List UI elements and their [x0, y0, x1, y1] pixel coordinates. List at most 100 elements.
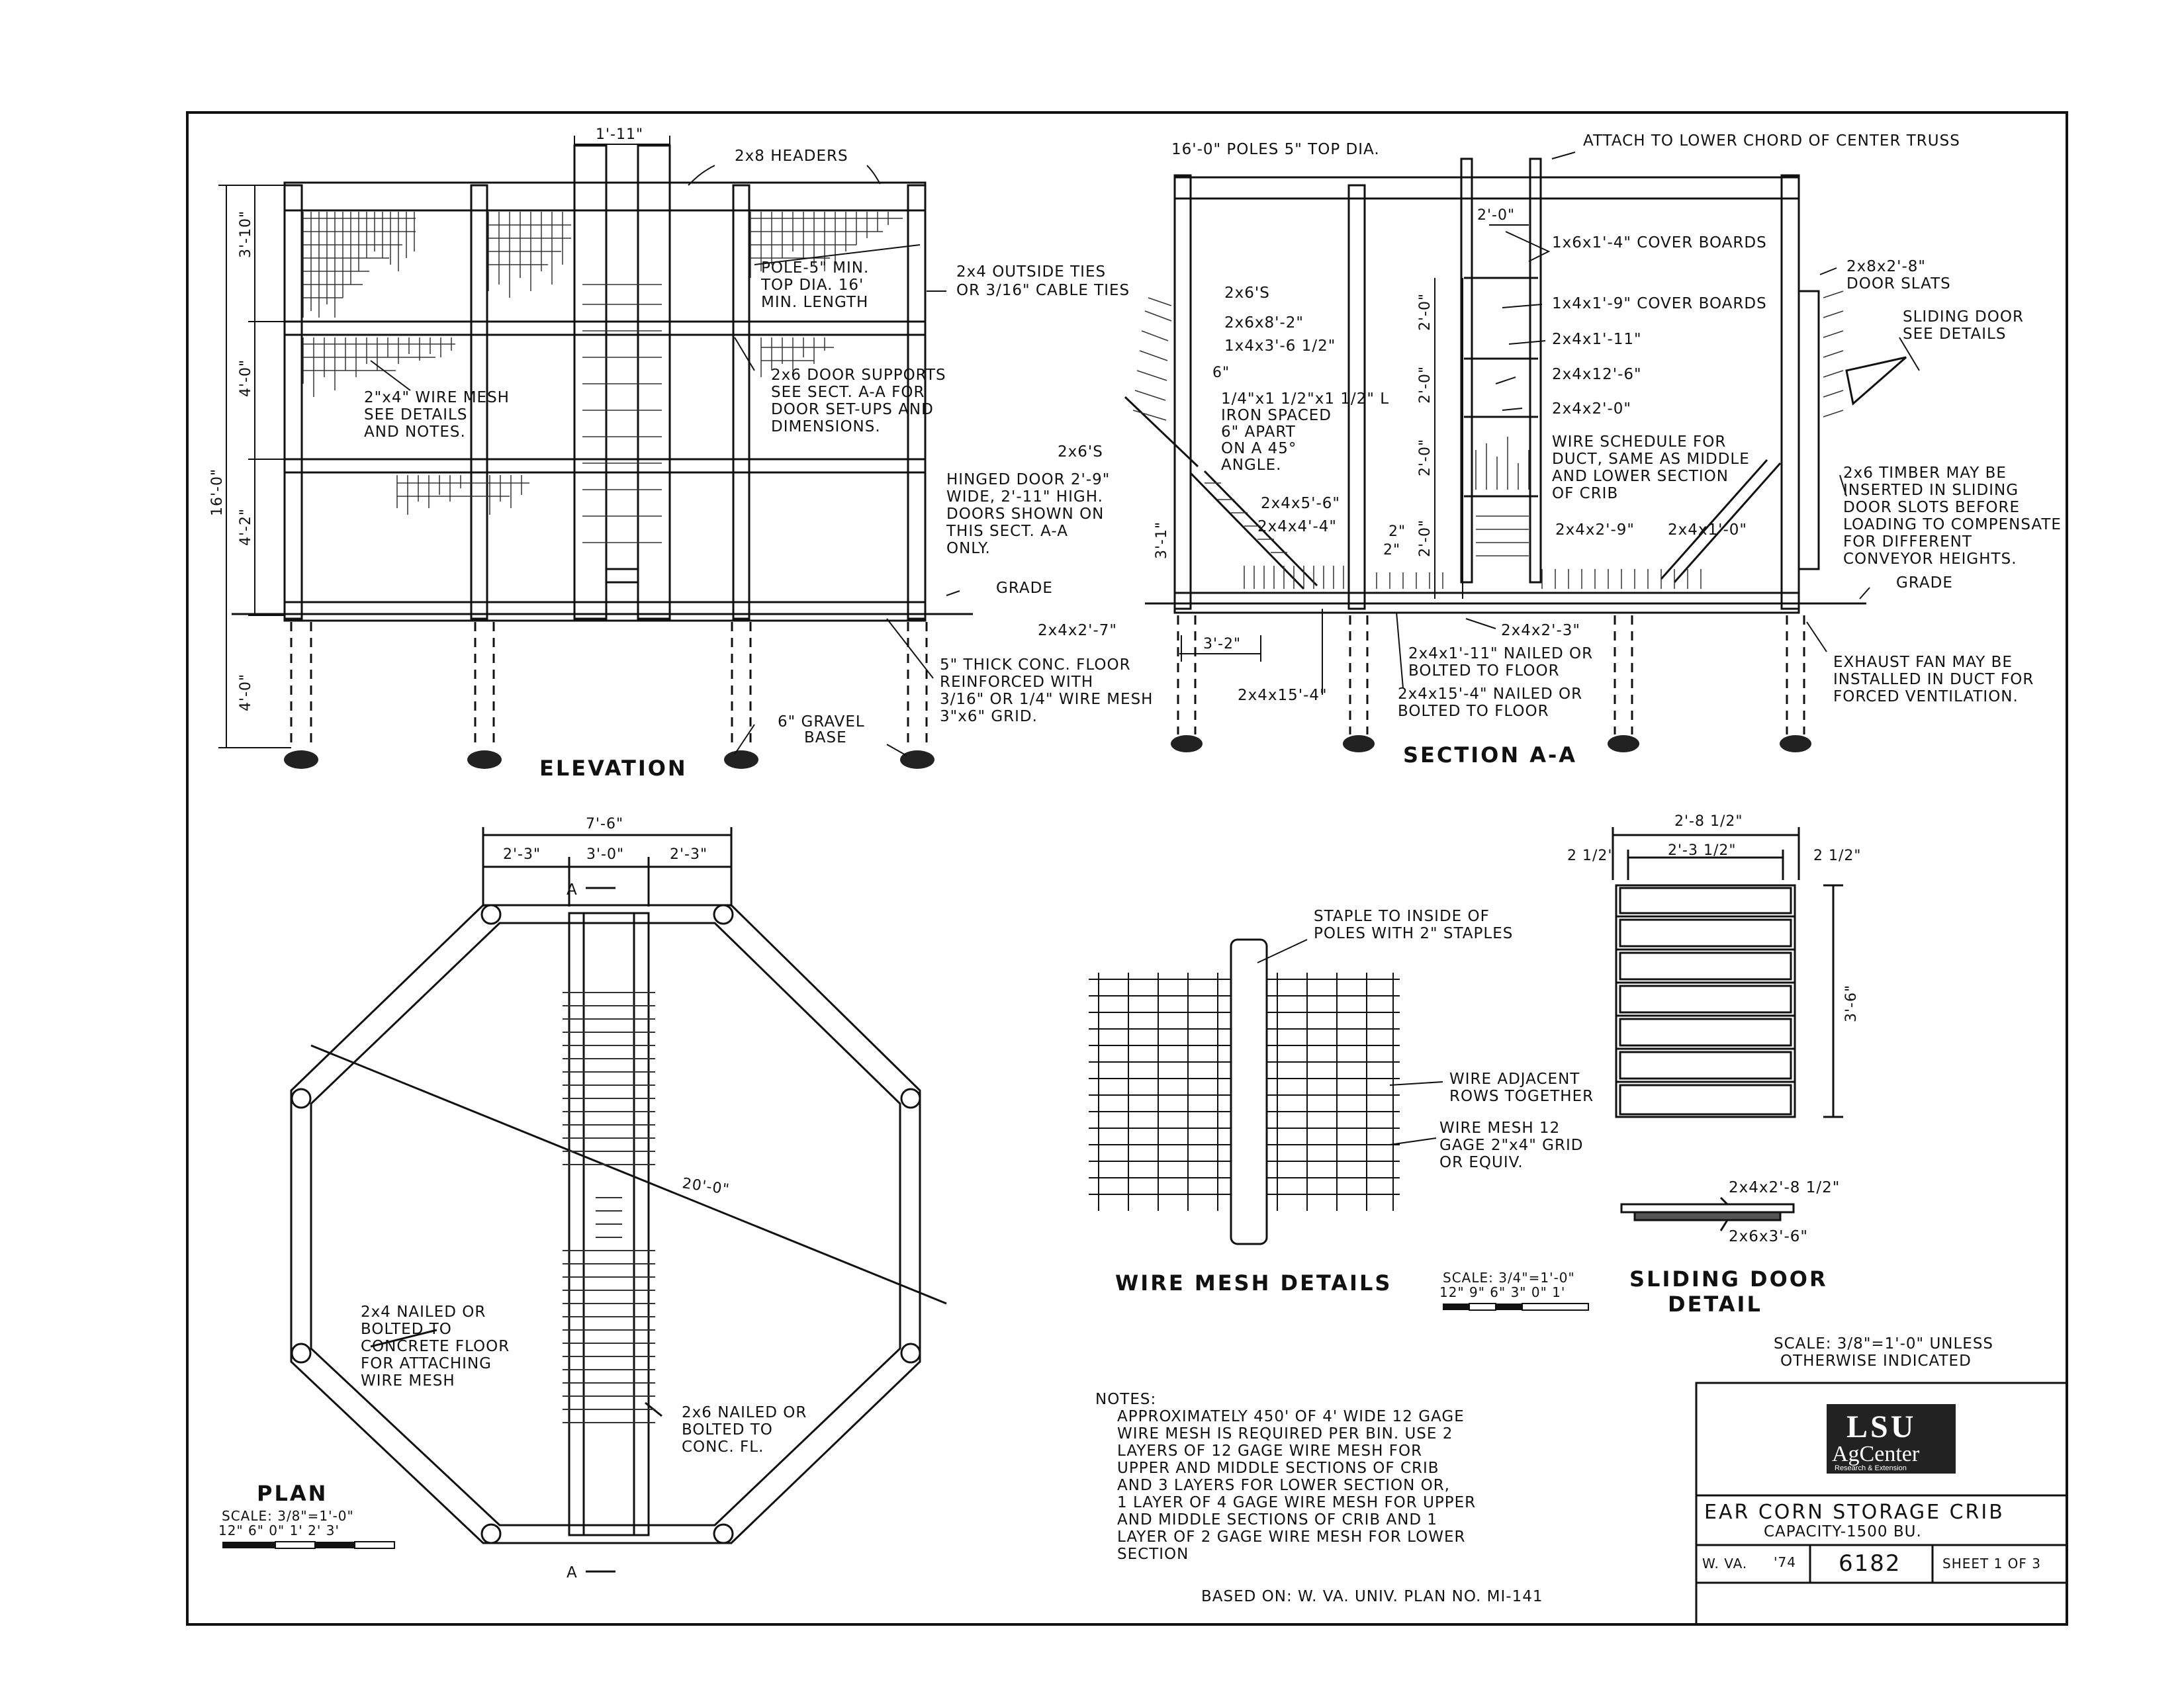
- section-2x4x4-4: 2x4x4'-4": [1257, 518, 1337, 535]
- elev-dim-h1: 3'-10": [238, 210, 254, 258]
- mesh-adjacent-note: WIRE ADJACENT ROWS TOGETHER: [1449, 1071, 1594, 1105]
- mesh-scale: SCALE: 3/4"=1'-0": [1443, 1270, 1575, 1286]
- mesh-pole: [1230, 938, 1268, 1245]
- elev-dim-h4: 4'-0": [238, 674, 254, 711]
- section-nailed-note-2: 2x4x15'-4" NAILED OR BOLTED TO FLOOR: [1398, 686, 1588, 720]
- elev-ties-note: 2x4 OUTSIDE TIES OR 3/16" CABLE TIES: [956, 263, 1130, 299]
- section-title: SECTION A-A: [1403, 742, 1577, 768]
- section-vdim-1: 2'-0": [1417, 293, 1433, 331]
- plan-dim-mid: 3'-0": [586, 846, 624, 863]
- section-dim-3-1: 3'-1": [1154, 521, 1170, 559]
- section-2x4x2-7: 2x4x2'-7": [1038, 622, 1117, 639]
- door-dim-inner: 2'-3 1/2": [1668, 842, 1737, 859]
- plan-scale: SCALE: 3/8"=1'-0": [222, 1508, 354, 1524]
- elev-door-supports-note: 2x6 DOOR SUPPORTS SEE SECT. A-A FOR DOOR…: [771, 367, 952, 435]
- notes-body: APPROXIMATELY 450' OF 4' WIDE 12 GAGE WI…: [1117, 1408, 1481, 1563]
- plan-section-mark-top: A: [567, 881, 578, 899]
- plan-dim-diagonal: 20'-0": [681, 1175, 731, 1198]
- section-2x4x2-9: 2x4x2'-9": [1555, 521, 1635, 539]
- plan-section-mark-bottom: A: [567, 1564, 578, 1581]
- notes-scale: SCALE: 3/8"=1'-0" UNLESS OTHERWISE INDIC…: [1774, 1335, 1999, 1370]
- wire-mesh-detail: STAPLE TO INSIDE OF POLES WITH 2" STAPLE…: [1089, 908, 1594, 1311]
- section-dim-3-2: 3'-2": [1203, 636, 1241, 652]
- elev-dim-h2: 4'-0": [238, 359, 254, 397]
- section-hinged-door-note: HINGED DOOR 2'-9" WIDE, 2'-11" HIGH. DOO…: [946, 471, 1116, 557]
- plan-note-right: 2x6 NAILED OR BOLTED TO CONC. FL.: [682, 1404, 813, 1456]
- door-note-top: 2x4x2'-8 1/2": [1729, 1179, 1840, 1196]
- section-2in-b: 2": [1383, 542, 1400, 558]
- section-2in-a: 2": [1388, 523, 1406, 540]
- section-2x6s-side: 2x6'S: [1058, 443, 1103, 461]
- elev-gravel-note: 6" GRAVEL BASE: [778, 713, 870, 746]
- section-iron-note: 1/4"x1 1/2"x1 1/2" L IRON SPACED 6" APAR…: [1221, 390, 1394, 474]
- section-timber-note: 2x6 TIMBER MAY BE INSERTED IN SLIDING DO…: [1843, 465, 2067, 568]
- elev-dim-h-total: 16'-0": [209, 468, 226, 516]
- plan-dim-right: 2'-3": [670, 846, 707, 863]
- section-2x4x15-4: 2x4x15'-4": [1238, 687, 1328, 704]
- elev-floor-note: 5" THICK CONC. FLOOR REINFORCED WITH 3/1…: [940, 656, 1159, 725]
- logo-main: LSU: [1846, 1409, 1916, 1444]
- plan-note-left: 2x4 NAILED OR BOLTED TO CONCRETE FLOOR F…: [361, 1304, 516, 1390]
- mesh-scale-bar: [1443, 1303, 1589, 1311]
- elev-grade-label: GRADE: [996, 580, 1053, 597]
- section-cover-boards-2: 1x4x1'-9" COVER BOARDS: [1552, 295, 1767, 312]
- section-view: 16'-0" POLES 5" TOP DIA. ATTACH TO LOWER…: [946, 132, 2067, 768]
- section-vdim-3: 2'-0": [1417, 439, 1433, 476]
- door-dim-overall: 2'-8 1/2": [1674, 813, 1743, 830]
- section-vdim-4: 2'-0": [1417, 519, 1433, 557]
- title-block-plan-no: 6182: [1839, 1550, 1901, 1577]
- section-dim-2ft-top: 2'-0": [1477, 207, 1515, 224]
- mesh-grid-note: WIRE MESH 12 GAGE 2"x4" GRID OR EQUIV.: [1439, 1120, 1589, 1171]
- title-block-sheet: SHEET 1 OF 3: [1942, 1556, 2041, 1571]
- section-nailed-note-1: 2x4x1'-11" NAILED OR BOLTED TO FLOOR: [1408, 645, 1598, 680]
- section-sliding-door-note: SLIDING DOOR SEE DETAILS: [1903, 308, 2029, 343]
- elevation-title: ELEVATION: [539, 756, 688, 781]
- section-2x4x2-0: 2x4x2'-0": [1552, 400, 1631, 418]
- title-block-year: '74: [1774, 1554, 1796, 1570]
- logo-sub: AgCenter: [1832, 1442, 1920, 1466]
- plan-scale-bar: [222, 1541, 395, 1549]
- title-block-title: EAR CORN STORAGE CRIB: [1704, 1501, 2005, 1524]
- elev-dim-top-width: 1'-11": [596, 126, 643, 143]
- general-notes: NOTES: APPROXIMATELY 450' OF 4' WIDE 12 …: [1095, 1335, 1999, 1605]
- section-door-slats-note: 2x8x2'-8" DOOR SLATS: [1846, 258, 1951, 292]
- section-poles-note: 16'-0" POLES 5" TOP DIA.: [1171, 141, 1380, 158]
- section-attach-note: ATTACH TO LOWER CHORD OF CENTER TRUSS: [1583, 132, 1960, 150]
- section-2x4x1-11: 2x4x1'-11": [1552, 331, 1642, 348]
- door-dim-side-left: 2 1/2": [1567, 848, 1615, 864]
- sliding-door-detail: 2'-8 1/2" 2'-3 1/2" 2 1/2" 2 1/2" 3'-6" …: [1567, 813, 1861, 1317]
- door-title: SLIDING DOOR DETAIL: [1629, 1266, 1837, 1317]
- section-wire-schedule-note: WIRE SCHEDULE FOR DUCT, SAME AS MIDDLE A…: [1552, 433, 1755, 502]
- section-cover-boards-1: 1x6x1'-4" COVER BOARDS: [1552, 234, 1767, 251]
- section-2x6x8: 2x6x8'-2": [1224, 314, 1304, 332]
- section-exhaust-note: EXHAUST FAN MAY BE INSTALLED IN DUCT FOR…: [1833, 654, 2040, 705]
- section-2x4x5-6: 2x4x5'-6": [1261, 495, 1340, 512]
- section-1x4x3: 1x4x3'-6 1/2": [1224, 337, 1336, 355]
- title-block-state: W. VA.: [1702, 1556, 1747, 1571]
- door-dim-height: 3'-6": [1843, 985, 1860, 1022]
- elev-dim-h3: 4'-2": [238, 508, 254, 546]
- plan-view: 7'-6" 2'-3" 3'-0" 2'-3" A A 20'-0" 2x4 N…: [218, 816, 947, 1581]
- notes-based-on: BASED ON: W. VA. UNIV. PLAN NO. MI-141: [1201, 1588, 1543, 1605]
- mesh-title: WIRE MESH DETAILS: [1115, 1270, 1392, 1296]
- notes-heading: NOTES:: [1095, 1391, 1156, 1408]
- plan-dim-left: 2'-3": [503, 846, 541, 863]
- logo-tag: Research & Extension: [1835, 1464, 1907, 1472]
- plan-scale-ticks: 12" 6" 0" 1' 2' 3': [218, 1523, 340, 1538]
- section-2x4x12-6: 2x4x12'-6": [1552, 366, 1642, 383]
- elev-mesh-note: 2"x4" WIRE MESH SEE DETAILS AND NOTES.: [364, 389, 515, 441]
- lsu-agcenter-logo: LSU AgCenter Research & Extension: [1827, 1404, 1956, 1474]
- section-2x4x1-0: 2x4x1'-0": [1668, 521, 1747, 539]
- section-2x4x2-3: 2x4x2'-3": [1501, 622, 1580, 639]
- elev-pole-note: POLE-5" MIN. TOP DIA. 16' MIN. LENGTH: [760, 259, 875, 311]
- title-block-capacity: CAPACITY-1500 BU.: [1764, 1523, 1922, 1540]
- mesh-scale-ticks: 12" 9" 6" 3" 0" 1': [1439, 1284, 1565, 1300]
- section-2x6s-top: 2x6'S: [1224, 285, 1270, 302]
- section-6in: 6": [1212, 365, 1230, 381]
- door-note-bottom: 2x6x3'-6": [1729, 1228, 1808, 1245]
- sheet-border: [186, 111, 2068, 1626]
- elevation-view: 1'-11" 3'-10" 4'-0" 4'-2" 16'-0" 4'-0" 2…: [209, 126, 1159, 781]
- elev-headers-label: 2x8 HEADERS: [735, 148, 848, 165]
- section-vdim-2: 2'-0": [1417, 366, 1433, 404]
